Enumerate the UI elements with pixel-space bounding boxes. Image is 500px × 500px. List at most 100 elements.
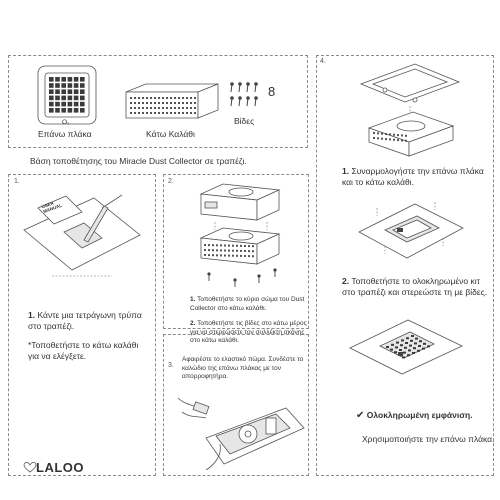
grid-hole [386,346,389,348]
screw-shaft [230,97,233,107]
basket-hole [194,102,196,104]
screws-illustration [230,82,258,107]
step1-instruction-num: 1. [28,310,36,320]
grid-hole [67,108,73,113]
basket-hole [252,245,254,248]
basket-hole [178,102,180,104]
grid-hole [419,340,422,343]
step2-item1-text: Τοποθετήστε το κύριο σώμα του Dust Colle… [190,296,305,312]
finished-appearance-illustration [349,319,463,375]
grid-hole [55,108,60,113]
basket-hole [381,137,383,140]
basket-hole [162,97,164,99]
step4-panel [316,55,494,476]
table-hole-illustration [23,194,141,277]
finish-title-text: Ολοκληρωμένη εμφάνιση. [366,410,473,420]
grid-hole [411,335,414,337]
step2-item2-text: Τοποθετήστε τις βίδες στο κάτω μέρος για… [190,320,307,344]
brand-name: LALOO [36,460,84,475]
grid-hole [67,77,73,82]
basket-hole [154,107,156,109]
basket-hole [130,102,132,104]
basket-hole [134,102,136,104]
basket-hole [240,249,242,252]
basket-hole [138,97,140,99]
grid-hole [410,339,413,342]
basket-hole [134,107,136,109]
basket-hole [162,102,164,104]
screw-shaft [238,97,241,107]
basket-hole [186,112,188,114]
basket-hole [190,102,192,104]
basket-hole [130,97,132,99]
grid-hole [413,347,416,350]
grid-hole [404,346,407,349]
basket-hole [381,132,383,135]
grid-hole [406,337,409,340]
basket-hole [138,112,140,114]
grid-hole [49,101,54,107]
basket-hole [401,134,403,137]
grid-hole [61,89,66,94]
basket-hole [162,107,164,109]
basket-hole [248,245,250,248]
grid-hole [80,89,85,94]
step1-instruction: 1. Κάντε μια τετράγωνη τρύπα στο τραπέζι… [28,310,148,332]
basket-hole [174,107,176,109]
basket-hole [204,244,206,246]
basket-hole [248,255,250,258]
finish-title: ✔ Ολοκληρωμένη εμφάνιση. [356,410,473,421]
dust-collector-assembly-illustration [199,183,281,287]
basket-hole [236,254,238,257]
grid-hole [55,77,60,82]
basket-hole [385,138,387,141]
screw-shaft [246,83,249,93]
step2-item2: 2. Τοποθετήστε τις βίδες στο κάτω μέρος … [190,320,308,346]
grid-hole [423,342,426,345]
basket-hole [150,97,152,99]
grid-hole [391,343,394,346]
basket-hole [244,245,246,247]
basket-hole [146,112,148,114]
grid-hole [55,83,60,88]
step4-number: 4. [320,58,326,65]
basket-hole [244,250,246,252]
basket-hole [244,255,246,257]
basket-hole [190,112,192,114]
basket-hole [170,112,172,114]
basket-hole [174,112,176,114]
grid-hole [67,83,73,88]
basket-hole [236,249,238,252]
grid-hole [418,345,421,347]
basket-hole [150,102,152,104]
basket-hole [204,254,206,256]
grid-hole [401,339,404,342]
basket-hole [240,244,242,247]
basket-hole [146,107,148,109]
basket-hole [224,244,226,247]
basket-hole [252,255,254,258]
grid-hole [422,347,425,350]
grid-hole [73,101,79,107]
basket-hole [194,97,196,99]
base-caption: Βάση τοποθέτησης του Miracle Dust Collec… [30,156,247,166]
basket-hole [397,134,399,137]
grid-hole [402,356,405,359]
step2-item2-num: 2. [190,320,196,327]
basket-hole [182,102,184,104]
basket-hole [182,97,184,99]
basket-hole [138,107,140,109]
basket-hole [166,107,168,109]
step2-number: 2. [168,178,174,185]
grid-hole [61,77,66,82]
grid-hole [407,354,410,357]
step3-panel [163,334,309,476]
basket-hole [220,254,222,257]
grid-hole [67,101,73,107]
basket-hole [174,97,176,99]
basket-hole [232,249,234,252]
top-plate-sub: O₁ [62,119,70,126]
grid-hole [395,346,398,349]
grid-hole [80,77,85,82]
basket-hole [142,112,144,114]
